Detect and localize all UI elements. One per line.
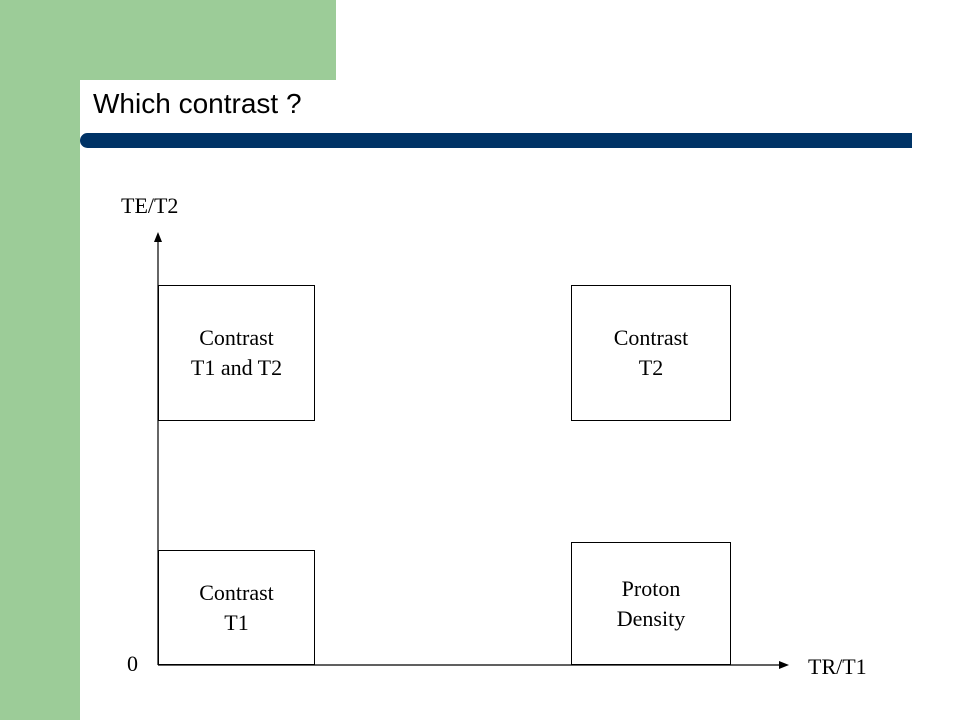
box-contrast-t2: Contrast T2 <box>571 285 731 421</box>
box-bottom-right-line2: Density <box>616 605 686 631</box>
top-green-block <box>80 0 336 80</box>
box-contrast-t1: Contrast T1 <box>158 550 315 665</box>
box-top-left-line2: T1 and T2 <box>190 355 283 380</box>
title-underline-bar <box>80 133 912 148</box>
box-contrast-t1-and-t2: Contrast T1 and T2 <box>158 285 315 421</box>
box-proton-density: Proton Density <box>571 542 731 665</box>
box-bottom-left-line1: Contrast <box>199 579 274 605</box>
box-top-right-line1: Contrast <box>613 325 689 350</box>
box-top-right-line2: T2 <box>638 355 664 380</box>
box-bottom-left-line2: T1 <box>224 609 249 635</box>
origin-label: 0 <box>127 651 138 676</box>
slide-title: Which contrast ? <box>93 88 302 119</box>
y-axis-label: TE/T2 <box>121 193 179 218</box>
box-top-left-line1: Contrast <box>199 325 274 350</box>
box-bottom-right-line1: Proton <box>621 575 681 601</box>
x-axis-label: TR/T1 <box>808 654 867 679</box>
left-green-strip <box>0 0 80 720</box>
